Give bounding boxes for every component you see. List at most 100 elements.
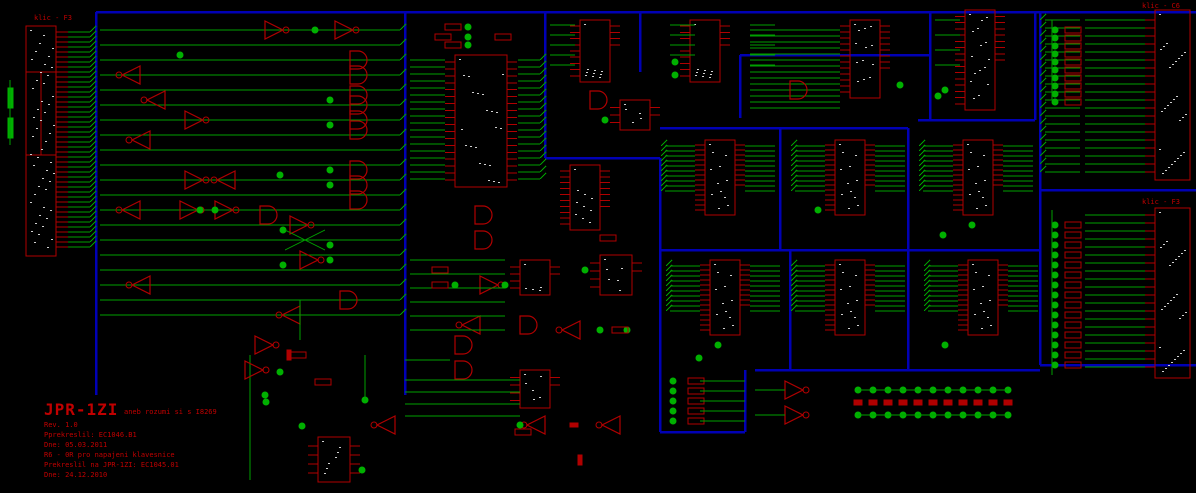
- pin-text: [857, 205, 859, 206]
- bus-entry: [1039, 69, 1047, 77]
- pin-text: [640, 118, 642, 119]
- resistor: [1064, 261, 1082, 269]
- pin-text: [1183, 350, 1185, 351]
- pin-text: [1184, 250, 1186, 251]
- info-date-original: Dne: 24.12.2010: [44, 471, 108, 479]
- inverter-gate: [460, 315, 481, 335]
- pin-text: [1159, 14, 1161, 15]
- pin-text: [31, 59, 33, 60]
- and-gate: [349, 65, 368, 85]
- junction: [669, 387, 677, 395]
- pin-text: [459, 59, 461, 60]
- junction: [298, 422, 306, 430]
- schematic-title: JPR-1ZI: [44, 400, 119, 419]
- resistor: [1064, 42, 1082, 50]
- pin-text: [41, 149, 43, 150]
- bus-entry: [923, 274, 931, 282]
- junction: [211, 206, 219, 214]
- bus-entry: [923, 304, 931, 312]
- bus-entry: [539, 151, 547, 159]
- bus-entry: [399, 308, 407, 316]
- pin-text: [976, 208, 978, 209]
- bus-entry: [665, 259, 673, 267]
- resistor: [1064, 231, 1082, 239]
- bus-entry: [918, 174, 926, 182]
- pin-text: [35, 223, 37, 224]
- bus-entry: [399, 68, 407, 76]
- pin-text: [525, 288, 527, 289]
- bus-entry: [1039, 37, 1047, 45]
- pin-text: [703, 73, 705, 74]
- bus-entry: [1039, 117, 1047, 125]
- bus-entry: [1039, 93, 1047, 101]
- pin-text: [44, 112, 46, 113]
- bus-entry: [89, 185, 97, 193]
- pin-text: [1184, 52, 1186, 53]
- capacitor: [569, 422, 579, 428]
- pin-text: [856, 180, 858, 181]
- pin-text: [1169, 265, 1171, 266]
- bus-entry: [89, 95, 97, 103]
- bus-entry: [89, 145, 97, 153]
- pin-text: [47, 247, 49, 248]
- junction: [1051, 321, 1059, 329]
- junction: [671, 58, 679, 66]
- junction: [896, 81, 904, 89]
- schmitt-inverter: [784, 405, 805, 425]
- bus-entry: [539, 158, 547, 166]
- junction: [1051, 82, 1059, 90]
- bus-entry: [660, 184, 668, 192]
- pin-text: [496, 112, 498, 113]
- resistor: [599, 234, 617, 242]
- bus-entry: [399, 158, 407, 166]
- bus-entry: [660, 164, 668, 172]
- resistor: [1064, 351, 1082, 359]
- pin-text: [33, 117, 35, 118]
- bus-entry: [89, 130, 97, 138]
- pin-text: [46, 218, 48, 219]
- capacitor: [898, 399, 908, 406]
- junction: [1051, 311, 1059, 319]
- pin-text: [1169, 67, 1171, 68]
- bus-entry: [539, 137, 547, 145]
- bus-entry: [660, 174, 668, 182]
- pin-text: [500, 128, 502, 129]
- pin-text: [488, 180, 490, 181]
- pin-text: [45, 189, 47, 190]
- pin-text: [972, 31, 974, 32]
- junction: [623, 326, 631, 334]
- bus-entry: [89, 135, 97, 143]
- pin-text: [32, 136, 34, 137]
- pin-text: [1177, 158, 1179, 159]
- inverter-gate: [254, 335, 275, 355]
- pin-text: [710, 74, 712, 75]
- info-redrawn-by: Pprekreslil: EC1046.B1: [44, 431, 137, 439]
- bus-entry: [89, 60, 97, 68]
- pin-text: [863, 79, 865, 80]
- pin-text: [982, 286, 984, 287]
- bus-entry: [923, 284, 931, 292]
- junction: [326, 256, 334, 264]
- resistor: [444, 23, 462, 31]
- bus-entry: [660, 154, 668, 162]
- pin-text: [720, 191, 722, 192]
- junction: [1051, 42, 1059, 50]
- and-gate: [349, 190, 368, 210]
- inverter-bubble: [115, 206, 123, 214]
- inverter-gate: [264, 20, 285, 40]
- pin-text: [322, 441, 324, 442]
- pin-text: [43, 35, 45, 36]
- junction: [934, 92, 942, 100]
- junction: [1051, 26, 1059, 34]
- inverter-gate: [120, 200, 141, 220]
- pin-text: [599, 77, 601, 78]
- pin-text: [1176, 294, 1178, 295]
- inverter-gate: [525, 415, 546, 435]
- and-gate: [589, 90, 608, 110]
- inverter-bubble: [125, 136, 133, 144]
- pin-text: [722, 303, 724, 304]
- junction: [326, 166, 334, 174]
- pin-text: [41, 101, 43, 102]
- pin-text: [725, 155, 727, 156]
- pin-text: [1173, 99, 1175, 100]
